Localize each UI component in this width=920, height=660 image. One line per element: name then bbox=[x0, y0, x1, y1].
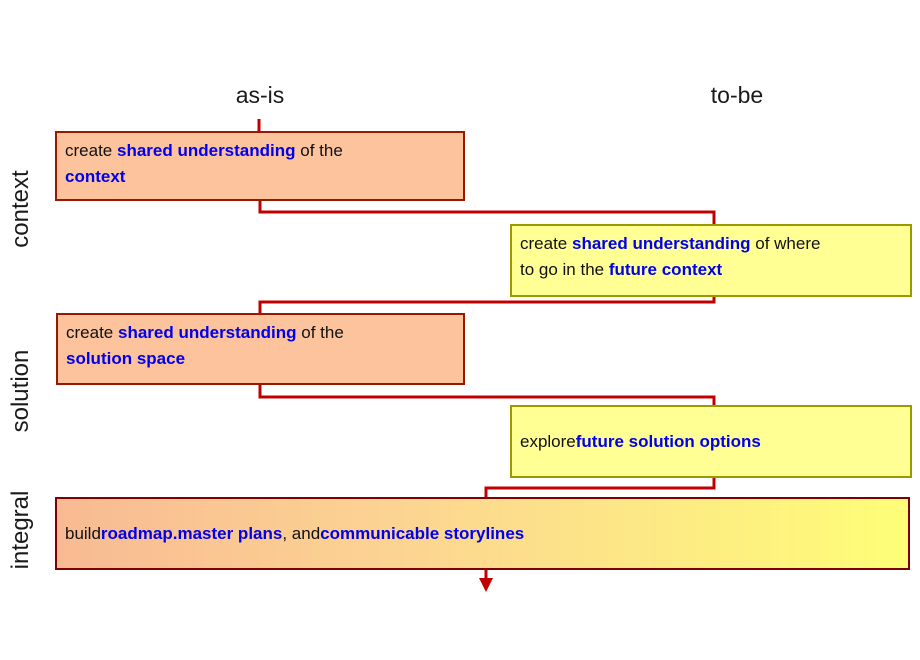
column-header-as-is: as-is bbox=[235, 82, 285, 108]
box-integral: build roadmap. master plans, and communi… bbox=[55, 497, 910, 570]
down-arrow-icon bbox=[479, 570, 493, 592]
box-solution-to-be: explore future solution options bbox=[510, 405, 912, 478]
column-header-to-be: to-be bbox=[710, 82, 764, 108]
